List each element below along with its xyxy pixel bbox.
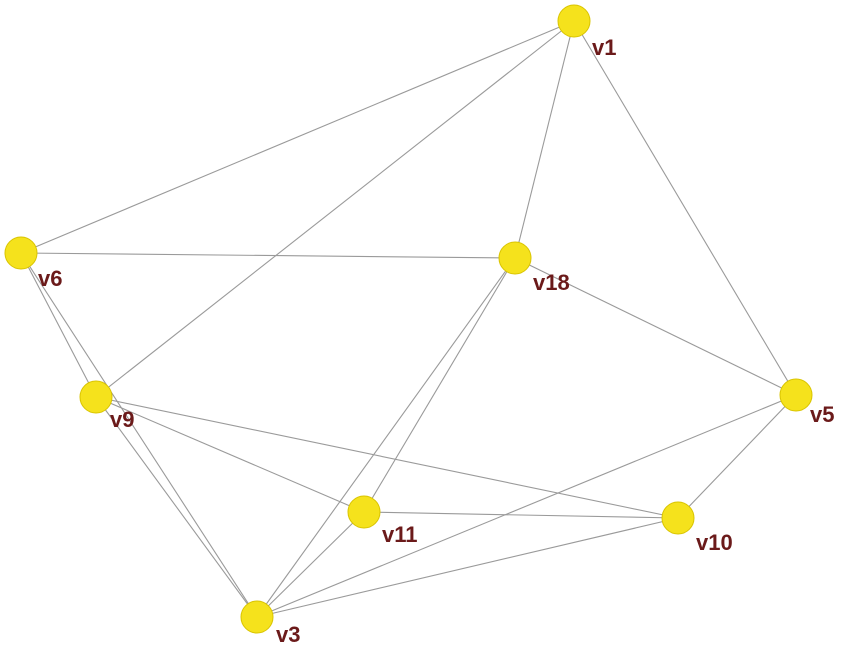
edge-v5-v3 — [256, 394, 797, 618]
node-label-v18: v18 — [533, 270, 570, 295]
node-v1[interactable] — [557, 4, 591, 38]
node-label-v10: v10 — [696, 530, 733, 555]
node-v6[interactable] — [4, 236, 38, 270]
node-v10[interactable] — [661, 501, 695, 535]
edge-v10-v3 — [256, 517, 679, 618]
edge-v11-v3 — [256, 511, 365, 618]
node-v18[interactable] — [498, 241, 532, 275]
edge-v9-v11 — [95, 396, 365, 513]
node-label-v6: v6 — [38, 266, 62, 291]
edge-v11-v10 — [363, 511, 679, 519]
edge-v1-v9 — [95, 20, 575, 398]
edge-v18-v3 — [256, 257, 516, 618]
node-v11[interactable] — [347, 495, 381, 529]
node-label-v11: v11 — [382, 522, 418, 547]
edge-v6-v9 — [20, 252, 97, 398]
edge-v6-v3 — [20, 252, 258, 618]
labels-layer: v1 v6 v18 v9 v5 v11 v10 v3 — [38, 35, 834, 647]
edge-v1-v5 — [573, 20, 797, 396]
edge-v18-v5 — [514, 257, 797, 396]
edge-v1-v6 — [20, 20, 575, 254]
node-label-v5: v5 — [810, 402, 834, 427]
edge-v18-v11 — [363, 257, 516, 513]
node-label-v9: v9 — [110, 407, 134, 432]
node-label-v3: v3 — [276, 622, 300, 647]
node-v9[interactable] — [79, 380, 113, 414]
node-v3[interactable] — [240, 600, 274, 634]
node-label-v1: v1 — [592, 35, 616, 60]
edge-v1-v18 — [514, 20, 575, 259]
nodes-layer — [4, 4, 813, 634]
edge-v9-v10 — [95, 396, 679, 519]
node-v5[interactable] — [779, 378, 813, 412]
edges-layer — [20, 20, 797, 618]
edge-v6-v18 — [20, 252, 516, 259]
edge-v9-v3 — [95, 396, 258, 618]
edge-v5-v10 — [677, 394, 797, 519]
